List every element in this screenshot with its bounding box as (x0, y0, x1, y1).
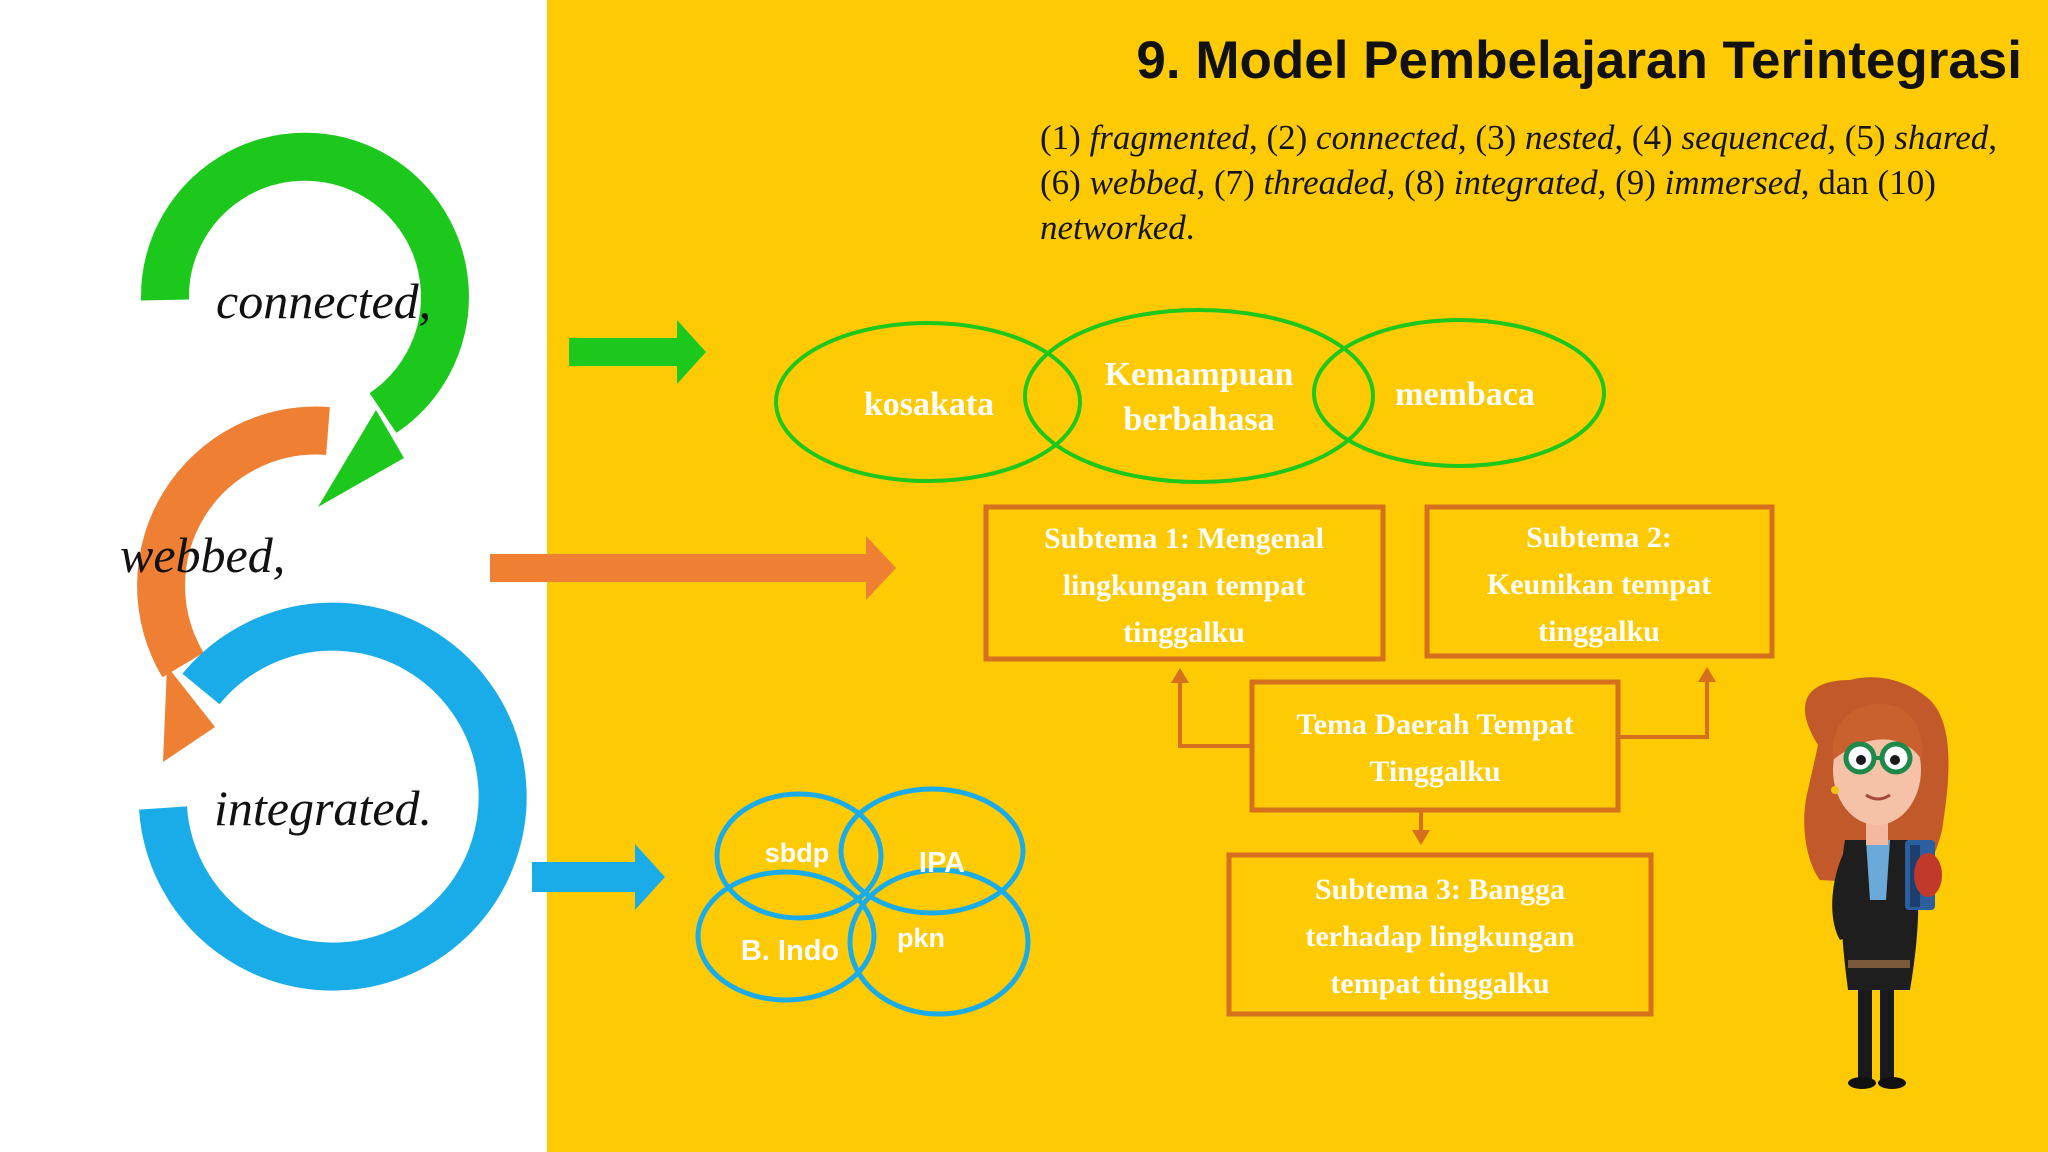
page-title: 9. Model Pembelajaran Terintegrasi (1136, 31, 2022, 90)
subtema2-line1: Subtema 2: (1526, 521, 1672, 554)
subtema3-line3: tempat tinggalku (1330, 967, 1549, 1000)
model-list-text: (1) fragmented, (2) connected, (3) neste… (1040, 118, 1998, 247)
green-cycle-arrow (140, 132, 469, 507)
ellipse-kemampuan-berbahasa (1023, 308, 1375, 484)
blue-cycle-arrow (139, 602, 527, 991)
connected-model: kosakata Kemampuan berbahasa membaca (774, 308, 1606, 484)
pkn-text: pkn (897, 923, 945, 953)
circle-pkn (847, 867, 1031, 1017)
sbdp-text: sbdp (765, 838, 830, 868)
subtema3-line1: Subtema 3: Bangga (1315, 873, 1565, 906)
ellipse-membaca (1312, 318, 1606, 468)
connector-to-subtema2 (1618, 667, 1716, 739)
connector-to-subtema3 (1412, 812, 1430, 845)
kosakata-text: kosakata (864, 386, 994, 423)
circle-sbdp (714, 791, 884, 921)
ipa-text: IPA (919, 847, 965, 879)
arrow-down-icon (1412, 830, 1430, 845)
kemampuan-text: Kemampuan (1105, 356, 1294, 393)
tema-box (1249, 679, 1621, 813)
connector-to-subtema1 (1171, 668, 1252, 748)
tema-line2: Tinggalku (1369, 755, 1500, 788)
subtema1-line2: lingkungan tempat (1063, 569, 1306, 602)
subtema1-box (983, 504, 1386, 662)
webbed-label: webbed, (120, 527, 285, 583)
subtema2-line3: tinggalku (1538, 615, 1660, 648)
arrow-right-icon (569, 320, 706, 384)
arrow-up-icon (1698, 667, 1716, 682)
tema-line1: Tema Daerah Tempat (1296, 708, 1573, 741)
subtema3-line2: terhadap lingkungan (1305, 920, 1575, 953)
integrated-model: sbdp IPA B. Indo pkn (695, 786, 1031, 1017)
integrated-label: integrated. (214, 780, 432, 836)
subtema2-line2: Keunikan tempat (1487, 568, 1711, 601)
ellipse-kosakata (774, 321, 1082, 483)
arrow-up-icon (1171, 668, 1189, 683)
arrow-right-icon (490, 536, 896, 600)
circle-b-indo (695, 869, 877, 1003)
subtema1-line3: tinggalku (1123, 616, 1245, 649)
b-indo-text: B. Indo (741, 935, 839, 967)
subtema3-box (1226, 852, 1654, 1017)
orange-cycle-arrow (137, 406, 330, 762)
webbed-model: Subtema 1: Mengenal lingkungan tempat ti… (983, 504, 1775, 1017)
subtema1-line1: Subtema 1: Mengenal (1044, 522, 1324, 555)
membaca-text: membaca (1395, 376, 1535, 413)
circle-ipa (838, 786, 1026, 916)
subtema2-box (1424, 504, 1775, 659)
teacher-illustration (1804, 677, 1949, 1089)
connected-label: connected, (216, 273, 431, 329)
berbahasa-text: berbahasa (1123, 401, 1274, 438)
arrow-right-icon (532, 844, 665, 910)
